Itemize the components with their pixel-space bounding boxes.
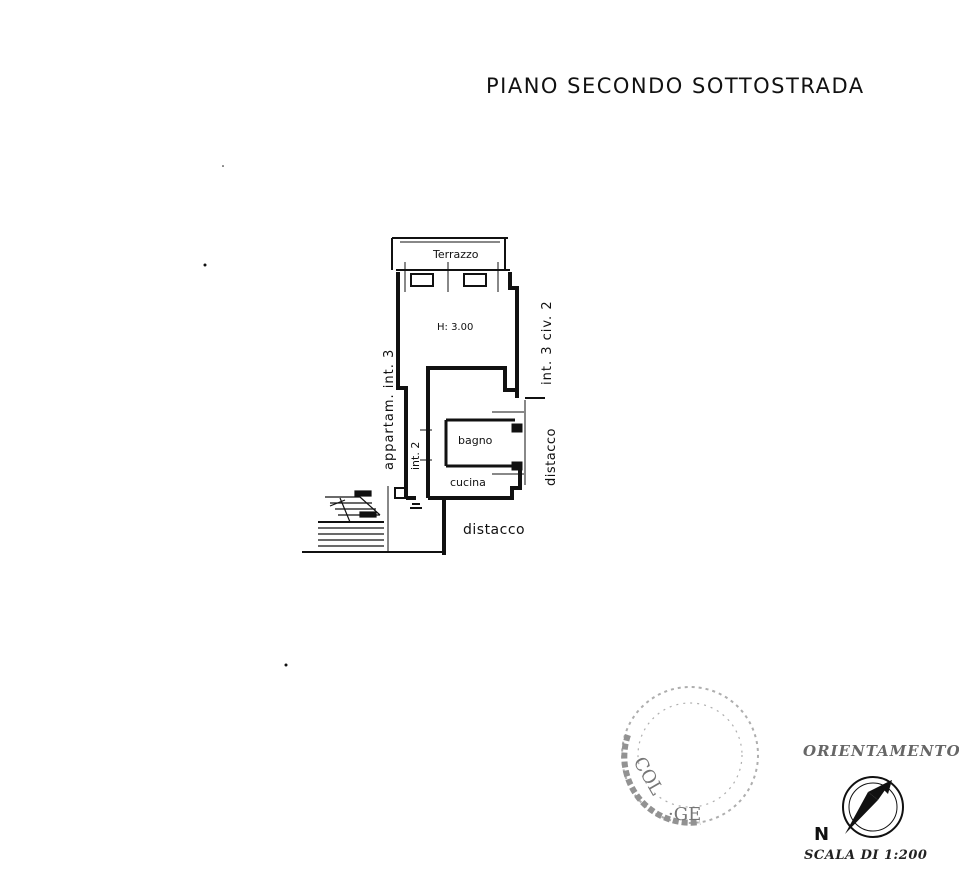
left-apartment-label: appartam. int. 3	[382, 348, 397, 470]
notary-seal-stamp: COL ·GE	[621, 686, 759, 826]
orientation-label: ORIENTAMENTO	[803, 742, 959, 760]
bottom-gap-label: distacco	[463, 522, 526, 538]
north-indicator: N	[814, 824, 830, 845]
svg-text:·GE: ·GE	[668, 804, 701, 825]
scan-specks	[203, 165, 288, 667]
column-marks	[394, 487, 422, 509]
terrace-outline	[391, 237, 510, 271]
compass-rose	[842, 776, 904, 838]
kitchen-label: cucina	[450, 476, 486, 489]
bathroom-label: bagno	[458, 434, 493, 447]
unit-label: int. 2	[409, 441, 422, 470]
interior-partitions	[420, 411, 524, 475]
right-apartment-label: int. 3 civ. 2	[540, 300, 555, 385]
right-gap-label: distacco	[544, 428, 559, 486]
terrace-label: Terrazzo	[433, 248, 479, 261]
apartment-walls	[396, 272, 522, 500]
staircase	[318, 490, 384, 547]
scale-label: SCALA DI 1:200	[804, 848, 928, 863]
ceiling-height-label: H: 3.00	[437, 322, 474, 333]
site-boundary	[302, 486, 446, 555]
right-wall-details	[511, 397, 545, 485]
window-openings	[404, 262, 499, 292]
plan-title: PIANO SECONDO SOTTOSTRADA	[486, 74, 865, 98]
